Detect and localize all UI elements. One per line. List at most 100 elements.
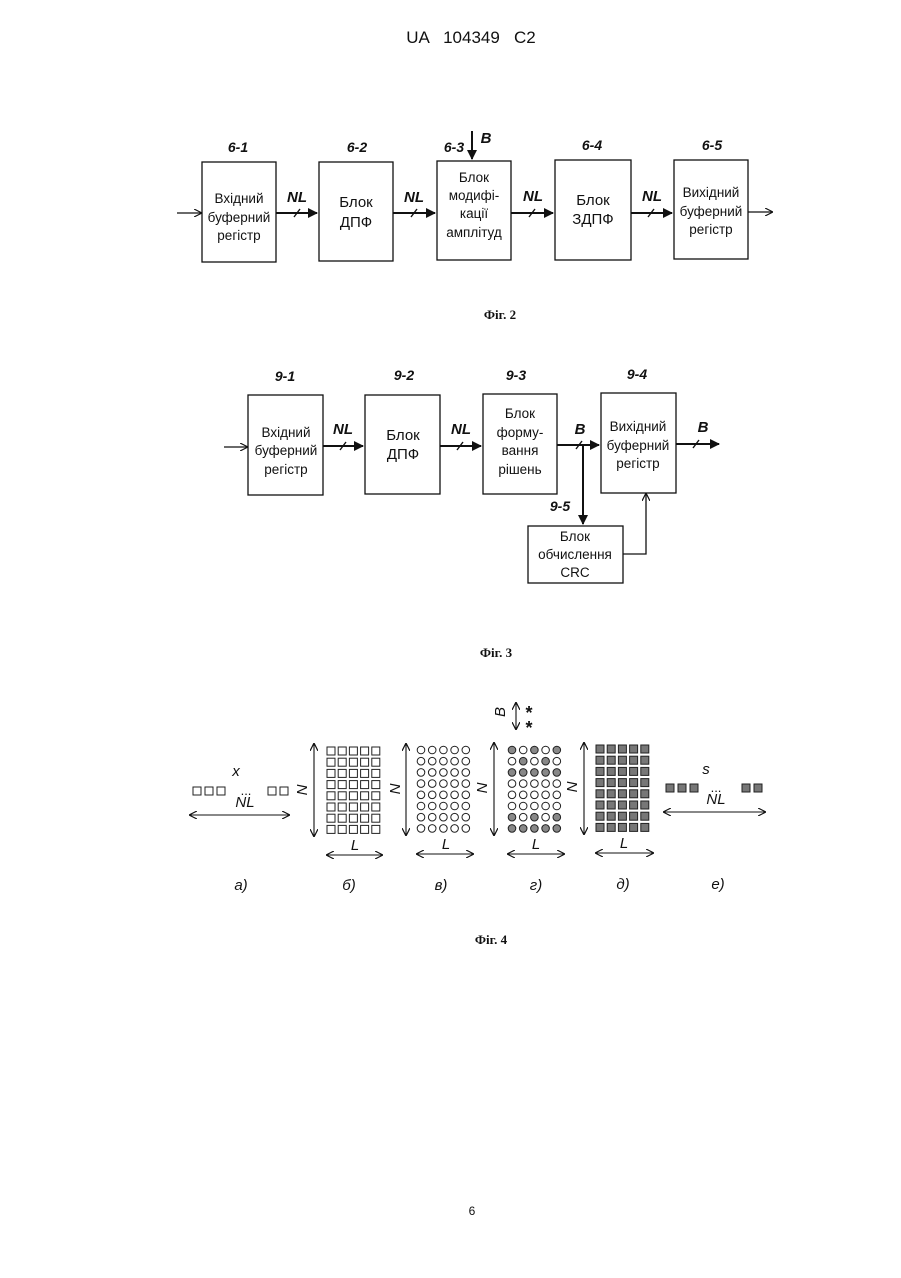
- matrix-cell-circle: [508, 802, 516, 810]
- fig3-box5-line3: CRC: [560, 565, 589, 580]
- matrix-cell-circle: [508, 825, 516, 833]
- matrix-cell-circle: [417, 746, 425, 754]
- matrix-cell-circle: [417, 757, 425, 765]
- fig2-b-label: B: [481, 130, 492, 147]
- fig3-block-9-2-id: 9-2: [394, 367, 414, 383]
- matrix-cell-square: [372, 758, 380, 766]
- fig2-link-label-2: NL: [404, 189, 424, 206]
- fig2-block-6-3-id: 6-3: [444, 139, 464, 155]
- matrix-cell-circle: [519, 813, 527, 821]
- asterisk-icon: *: [525, 718, 532, 738]
- fig3-block-9-4-id: 9-4: [627, 366, 647, 382]
- fig2-block-6-5-id: 6-5: [702, 137, 722, 153]
- matrix-cell-square: [630, 779, 638, 787]
- fig4-matrix-v: [417, 746, 469, 832]
- matrix-cell-square: [327, 803, 335, 811]
- matrix-cell-square: [349, 814, 357, 822]
- matrix-cell-circle: [508, 769, 516, 777]
- matrix-cell-circle: [553, 769, 561, 777]
- fig4-sublabel-d: д): [616, 876, 629, 893]
- fig4-l-label-v: L: [442, 836, 450, 853]
- fig2-diagram: 6-1 6-2 6-3 6-4 6-5 Вхідний буферний рег…: [177, 130, 772, 322]
- fig4-n-label-b: N: [294, 784, 311, 795]
- matrix-cell-square: [607, 812, 615, 820]
- matrix-cell-square: [641, 812, 649, 820]
- fig2-box2-line1: Блок: [339, 194, 373, 211]
- fig4-sublabel-a: а): [234, 877, 247, 894]
- matrix-cell-square: [338, 803, 346, 811]
- fig4-matrix-d: [596, 745, 649, 831]
- matrix-cell-square: [596, 812, 604, 820]
- fig3-link-label-4: B: [698, 419, 709, 436]
- matrix-cell-circle: [531, 813, 539, 821]
- matrix-cell-square: [349, 803, 357, 811]
- fig4-sublabel-e: е): [711, 876, 724, 893]
- matrix-cell-circle: [417, 780, 425, 788]
- matrix-cell-circle: [440, 802, 448, 810]
- matrix-cell-circle: [542, 769, 550, 777]
- matrix-cell-circle: [451, 802, 459, 810]
- matrix-cell-circle: [440, 757, 448, 765]
- fig4-l-label-d: L: [620, 835, 628, 852]
- matrix-cell-square: [338, 769, 346, 777]
- matrix-cell-square: [630, 756, 638, 764]
- matrix-cell-circle: [553, 791, 561, 799]
- matrix-cell-square: [607, 767, 615, 775]
- matrix-cell-square: [596, 823, 604, 831]
- matrix-cell-square: [361, 803, 369, 811]
- fig3-box3-line4: рішень: [498, 462, 541, 477]
- matrix-cell-square: [607, 790, 615, 798]
- fig3-link-label-2: NL: [451, 421, 471, 438]
- sequence-sample-square: [217, 787, 225, 795]
- sequence-sample-square: [678, 784, 686, 792]
- matrix-cell-square: [596, 745, 604, 753]
- matrix-cell-circle: [519, 791, 527, 799]
- matrix-cell-square: [596, 767, 604, 775]
- matrix-cell-circle: [508, 791, 516, 799]
- matrix-cell-circle: [451, 746, 459, 754]
- fig4-matrix-b: [327, 747, 380, 833]
- matrix-cell-circle: [542, 757, 550, 765]
- fig3-box5-line1: Блок: [560, 529, 590, 544]
- matrix-cell-square: [596, 790, 604, 798]
- fig4-b-label: B: [492, 707, 509, 717]
- fig2-box3-line3: кації: [460, 206, 488, 221]
- matrix-cell-square: [618, 801, 626, 809]
- matrix-cell-circle: [451, 757, 459, 765]
- matrix-cell-square: [327, 747, 335, 755]
- matrix-cell-square: [338, 747, 346, 755]
- matrix-cell-square: [607, 745, 615, 753]
- sequence-sample-square: [754, 784, 762, 792]
- matrix-cell-circle: [462, 791, 470, 799]
- matrix-cell-square: [372, 825, 380, 833]
- matrix-cell-square: [372, 747, 380, 755]
- fig4-l-label-g: L: [532, 836, 540, 853]
- matrix-cell-square: [641, 767, 649, 775]
- fig2-idft-box: [555, 160, 631, 260]
- matrix-cell-square: [607, 801, 615, 809]
- matrix-cell-circle: [462, 769, 470, 777]
- fig3-caption: Фіг. 3: [480, 645, 513, 660]
- matrix-cell-circle: [451, 769, 459, 777]
- matrix-cell-square: [630, 745, 638, 753]
- matrix-cell-square: [596, 801, 604, 809]
- fig2-block-6-2-id: 6-2: [347, 139, 367, 155]
- matrix-cell-circle: [519, 802, 527, 810]
- fig4-n-label-g: N: [474, 782, 491, 793]
- matrix-cell-circle: [542, 746, 550, 754]
- fig4-nl-label-e: NL: [706, 791, 725, 808]
- matrix-cell-square: [338, 814, 346, 822]
- fig2-link-label-3: NL: [523, 188, 543, 205]
- fig3-box1-line2: буферний: [255, 443, 318, 458]
- matrix-cell-square: [607, 823, 615, 831]
- matrix-cell-square: [361, 825, 369, 833]
- fig4-diagram: B * * x ... NL s ... NL N N N N L L: [190, 703, 765, 947]
- matrix-cell-square: [618, 745, 626, 753]
- matrix-cell-circle: [451, 825, 459, 833]
- matrix-cell-square: [630, 823, 638, 831]
- sequence-sample-square: [666, 784, 674, 792]
- matrix-cell-circle: [428, 825, 436, 833]
- matrix-cell-square: [630, 767, 638, 775]
- matrix-cell-circle: [440, 813, 448, 821]
- matrix-cell-square: [630, 812, 638, 820]
